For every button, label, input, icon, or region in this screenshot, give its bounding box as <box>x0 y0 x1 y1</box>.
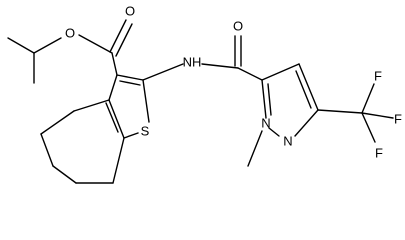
bond-C7a-C3a-double <box>105 102 119 133</box>
bond-ester-C3 <box>111 52 118 76</box>
bond-NH-amideC <box>201 63 239 69</box>
bond-C5-C6 <box>40 133 54 167</box>
bond-CF3-Fright <box>361 112 394 119</box>
bond-C3-C2 <box>116 74 144 81</box>
bond-C4-C5 <box>40 110 75 135</box>
atom-o-ester-carbonyl: O <box>125 4 135 19</box>
bond-C4pz-C3pz <box>298 63 319 111</box>
bond-C2-S <box>142 79 150 123</box>
bond-N1-C5pz <box>261 79 267 119</box>
bond-carbonyl-double-b <box>115 23 133 57</box>
bond-iPr-O <box>33 37 62 54</box>
atom-n-methyl: N <box>261 116 270 131</box>
atom-o-ester-ether: O <box>65 26 75 41</box>
atom-n-ring: N <box>283 134 292 149</box>
bond-N1-methyl <box>247 130 263 167</box>
bond-CF3-Ftop <box>361 83 375 114</box>
bond-N1-C5pz-double <box>267 83 272 116</box>
atom-f-bottom: F <box>375 146 383 161</box>
molecule-drawing: O O O NH S N N F F F <box>7 4 402 184</box>
bond-C7a-C3a <box>108 99 125 139</box>
bond-C3pz-N2 <box>294 109 319 137</box>
bond-C3a-C4 <box>73 99 110 112</box>
bond-CF3-Fbottom <box>361 112 376 143</box>
bond-C6-C7 <box>52 165 77 184</box>
bonds <box>7 19 394 184</box>
bond-amideC-C5pz <box>237 67 263 81</box>
bond-C3pz-CF3 <box>317 109 363 114</box>
atom-f-top: F <box>374 69 382 84</box>
bond-C5pz-C4pz <box>261 63 300 81</box>
bond-N2-N1 <box>268 127 280 137</box>
atom-nh: NH <box>183 55 202 70</box>
atom-s: S <box>141 124 150 139</box>
bond-C2-NH <box>142 63 184 81</box>
bond-C8-C7a <box>112 137 125 184</box>
bond-S-C7a <box>123 132 139 139</box>
bond-iPr-me1 <box>7 37 35 54</box>
atom-f-right: F <box>394 112 402 127</box>
bond-C3a-C3 <box>108 74 118 101</box>
atom-o-amide: O <box>233 19 243 34</box>
bond-O-carbonylC <box>78 34 113 54</box>
structure-canvas: O O O NH S N N F F F <box>7 4 402 184</box>
bond-C4pz-C3pz-double <box>295 70 312 109</box>
bond-C3-C2-double <box>119 80 141 86</box>
atom-labels: O O O NH S N N F F F <box>65 4 402 161</box>
bond-carbonyl-double-a <box>109 19 127 53</box>
